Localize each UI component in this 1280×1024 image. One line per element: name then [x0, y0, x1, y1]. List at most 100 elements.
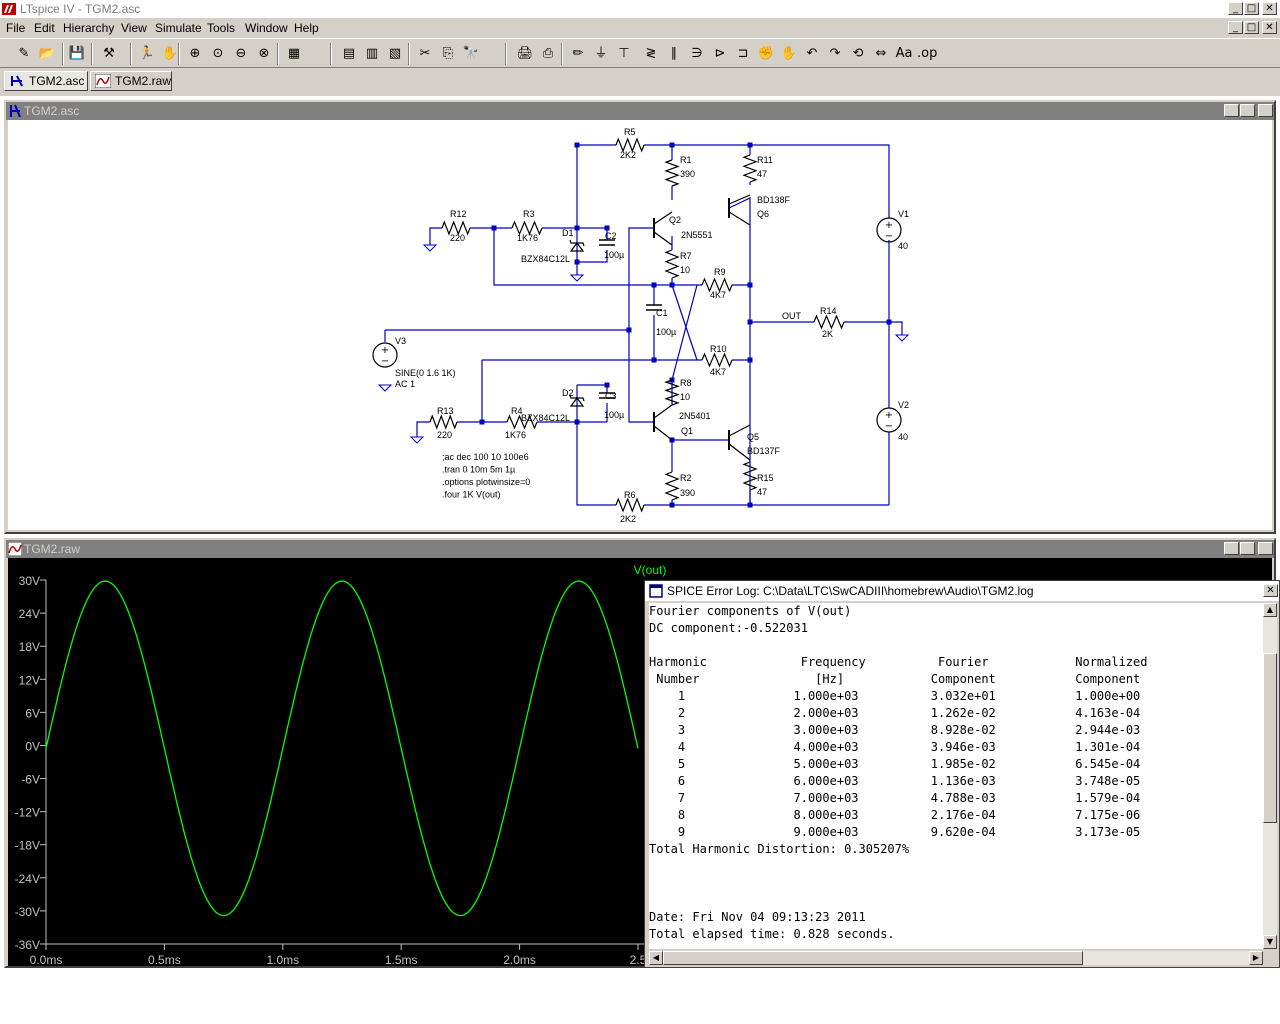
scroll-right-icon[interactable]: ▶ — [1249, 951, 1263, 965]
junction-dot — [747, 357, 753, 363]
scroll-thumb[interactable] — [1263, 653, 1277, 823]
component-label: D1 — [562, 228, 574, 238]
restore-button[interactable]: □ — [1244, 2, 1259, 15]
mirror-icon[interactable]: ⇔ — [875, 46, 887, 61]
resistor — [441, 220, 471, 236]
close-button[interactable]: ✕ — [1262, 2, 1277, 15]
zoom-out-icon[interactable]: ⊖ — [235, 46, 247, 61]
menu-simulate[interactable]: Simulate — [155, 21, 202, 35]
label-net-icon[interactable]: ⊤ — [618, 46, 630, 61]
resistor — [511, 220, 543, 236]
resistor — [615, 497, 645, 513]
menu-window[interactable]: Window — [245, 21, 288, 35]
component-label: BZX84C12L — [521, 254, 570, 264]
save-icon[interactable]: 💾 — [68, 46, 86, 61]
tab-tgm2-asc[interactable]: TGM2.asc — [4, 71, 88, 91]
component-label: 220 — [450, 233, 465, 243]
component-label: 100µ — [604, 410, 624, 420]
pan-icon[interactable]: ⊙ — [212, 46, 224, 61]
schematic-close-button[interactable]: ✕ — [1258, 104, 1273, 117]
log-line: DC component:-0.522031 — [649, 621, 808, 635]
mdi-minimize-button[interactable]: _ — [1228, 21, 1243, 34]
junction-dot — [747, 319, 753, 325]
tile-vertical-icon[interactable]: ▧ — [388, 46, 402, 61]
junction-dot — [604, 225, 610, 231]
open-icon[interactable]: 📂 — [38, 46, 56, 61]
menu-view[interactable]: View — [121, 21, 147, 35]
component-label: 2K2 — [620, 150, 636, 160]
run-icon[interactable]: 🏃 — [138, 46, 156, 61]
cascade-icon[interactable]: ▥ — [365, 46, 379, 61]
spice-directive-icon[interactable]: .op — [917, 46, 938, 61]
autoscale-icon[interactable]: ▦ — [287, 46, 301, 61]
copy-icon[interactable]: ⎘ — [442, 46, 454, 61]
ground-icon[interactable]: ⏚ — [594, 46, 608, 61]
app-title: LTspice IV - TGM2.asc — [20, 2, 141, 16]
inductor-icon[interactable]: ∋ — [691, 46, 703, 61]
y-tick-label: 18V — [19, 640, 40, 654]
hammer-icon[interactable]: ⚒ — [103, 46, 115, 61]
drag-icon[interactable]: ✋ — [780, 46, 798, 61]
resistor — [615, 137, 645, 153]
junction-dot — [491, 225, 497, 231]
move-icon[interactable]: ✊ — [757, 46, 775, 61]
waveform-close-button[interactable]: ✕ — [1258, 542, 1273, 555]
component-label: R12 — [450, 209, 467, 219]
log-text-area[interactable]: Fourier components of V(out)DC component… — [649, 603, 1263, 949]
text-icon[interactable]: Aa — [895, 46, 913, 61]
zoom-in-icon[interactable]: ⊕ — [189, 46, 201, 61]
undo-icon[interactable]: ↶ — [806, 46, 818, 61]
new-schematic-icon[interactable]: ✎ — [18, 46, 30, 61]
log-close-button[interactable]: ✕ — [1263, 584, 1278, 597]
voltage-source — [372, 342, 398, 368]
menu-hierarchy[interactable]: Hierarchy — [63, 21, 115, 35]
print-preview-icon[interactable]: 🖨 — [516, 46, 534, 61]
rotate-icon[interactable]: ⟲ — [852, 46, 864, 61]
toolbar-separator — [130, 43, 132, 65]
menu-help[interactable]: Help — [294, 21, 319, 35]
y-tick-label: 12V — [19, 673, 40, 687]
ltspice-logo-icon — [2, 3, 16, 15]
zoom-cancel-icon[interactable]: ⊗ — [258, 46, 270, 61]
junction-dot — [651, 357, 657, 363]
halt-icon[interactable]: ✋ — [161, 46, 179, 61]
component-label: 1K76 — [517, 233, 538, 243]
menu-edit[interactable]: Edit — [34, 21, 55, 35]
component-label: 40 — [898, 432, 908, 442]
tab-tgm2-raw[interactable]: TGM2.raw — [90, 71, 172, 91]
mdi-restore-button[interactable]: □ — [1244, 21, 1259, 34]
mdi-close-button[interactable]: ✕ — [1262, 21, 1277, 34]
minimize-button[interactable]: _ — [1228, 2, 1243, 15]
zener-bar — [569, 394, 585, 402]
scroll-up-icon[interactable]: ▲ — [1263, 603, 1277, 617]
component-label: R7 — [680, 251, 692, 261]
scroll-left-icon[interactable]: ◀ — [649, 951, 663, 965]
tile-horizontal-icon[interactable]: ▤ — [342, 46, 356, 61]
hscroll-thumb[interactable] — [663, 951, 1083, 965]
log-horizontal-scrollbar[interactable]: ◀ ▶ — [649, 951, 1263, 965]
draw-wire-icon[interactable]: ✏ — [572, 46, 584, 61]
menu-tools[interactable]: Tools — [207, 21, 236, 35]
junction-dot — [886, 319, 892, 325]
waveform-minimize-button[interactable]: _ — [1224, 542, 1239, 555]
waveform-maximize-button[interactable]: □ — [1240, 542, 1255, 555]
component-icon[interactable]: ⊐ — [737, 46, 749, 61]
log-line — [649, 892, 1263, 909]
menu-file[interactable]: File — [6, 21, 26, 35]
find-icon[interactable]: 🔭 — [462, 46, 480, 61]
cut-icon[interactable]: ✂ — [419, 46, 431, 61]
resistor — [664, 159, 680, 187]
redo-icon[interactable]: ↷ — [829, 46, 841, 61]
schematic-minimize-button[interactable]: _ — [1224, 104, 1239, 117]
schematic-maximize-button[interactable]: □ — [1240, 104, 1255, 117]
capacitor-icon[interactable]: ∥ — [670, 46, 678, 61]
print-icon[interactable]: ⎙ — [542, 46, 554, 61]
log-vertical-scrollbar[interactable]: ▲ ▼ — [1263, 603, 1277, 949]
resistor-icon[interactable]: ≷ — [645, 46, 657, 61]
component-label: 2K — [822, 329, 833, 339]
scroll-down-icon[interactable]: ▼ — [1263, 935, 1277, 949]
y-tick-label: -30V — [15, 905, 40, 919]
diode-icon[interactable]: ⊳ — [714, 46, 726, 61]
